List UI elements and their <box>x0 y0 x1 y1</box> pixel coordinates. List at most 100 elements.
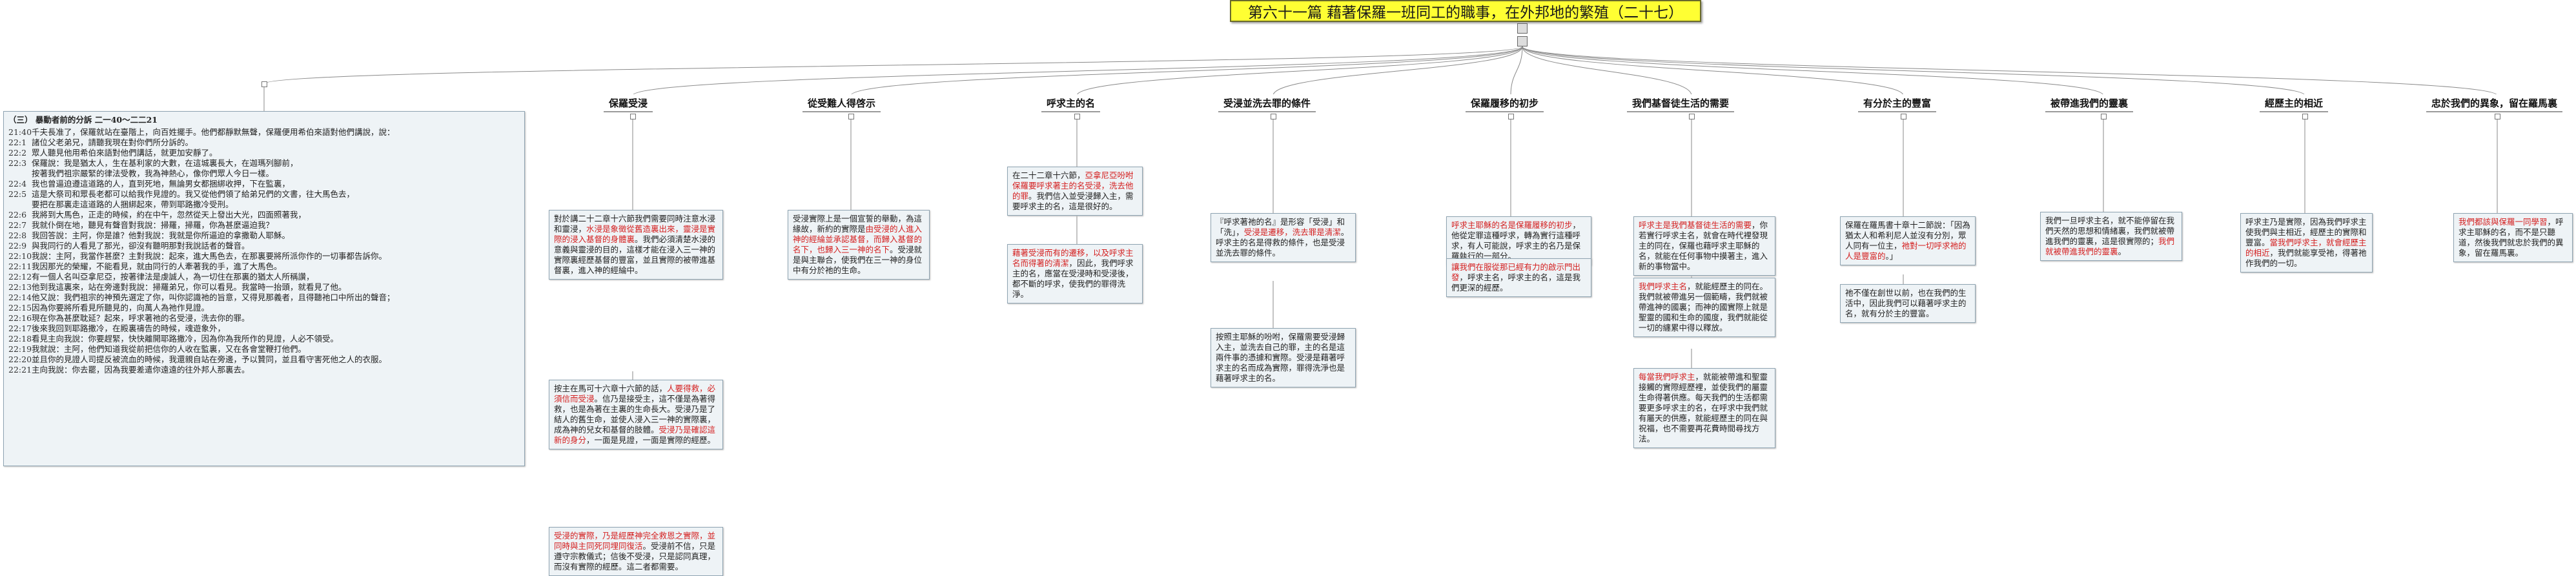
collapse-toggle-icon[interactable] <box>1074 114 1080 119</box>
verse-text: 千夫長准了，保羅就站在臺階上，向百姓擺手。他們都靜默無聲，保羅便用希伯來語對他們… <box>32 127 395 137</box>
verse-text: 要把在那裏走這道路的人捆綁起來，帶到耶路撒冷受刑。 <box>32 200 234 209</box>
collapse-toggle-icon[interactable] <box>1508 114 1514 119</box>
verse-text: 眾人聽見他用希伯來語對他們講話，就更加安靜了。 <box>32 148 218 158</box>
note-text: 受浸實際上是一個宣誓的舉動，為這緣故，新約的實際是 <box>793 214 923 234</box>
highlight-text: 每當我們呼求主 <box>1639 372 1695 382</box>
verse-ref: 22:11 <box>8 262 32 271</box>
highlight-text: 亞拿尼亞吩咐保羅要呼求著主的名受浸，洗去他的罪 <box>1012 170 1134 201</box>
note-box: 祂不僅在創世以前，也在我們的生活中，因此我們可以藉著呼求主的名，就有分於主的豐富… <box>1840 284 1976 323</box>
topic-node[interactable]: 受浸並洗去罪的條件 <box>1218 94 1316 112</box>
link-topic <box>1510 46 1523 96</box>
highlight-text: 呼求主耶穌的名是保羅履移的初步 <box>1451 220 1573 230</box>
note-box: 藉著受浸而有的遷移，以及呼求主名而得著的清潔，因此，我們呼求主的名，應當在受浸時… <box>1007 244 1143 303</box>
verse-ref: 22:6 <box>8 210 27 220</box>
highlight-text: 我們呼求主名 <box>1639 282 1688 291</box>
note-box: 『呼求著祂的名』是形容「受浸」和「洗」，受浸是遷移，洗去罪是清潔。呼求主的名是得… <box>1211 213 1356 262</box>
highlight-text: 讓我們在服從那已經有力的啟示門出發 <box>1451 262 1581 282</box>
note-text: 我們一旦呼求主名，就不能停留在我們天然的思想和情緒裏，我們就被帶進我們的靈裏，這… <box>2045 216 2175 246</box>
topic-node[interactable]: 保羅受浸 <box>604 94 653 112</box>
note-box: 按主在馬可十六章十六節的話，人要得救，必須信而受浸。信乃是接受主，這不僅是為著得… <box>549 380 723 449</box>
note-box: 我們一旦呼求主名，就不能停留在我們天然的思想和情緒裏，我們就被帶進我們的靈裏，這… <box>2040 212 2182 261</box>
link-topic <box>1522 46 2305 96</box>
collapse-toggle-icon[interactable] <box>2101 114 2107 119</box>
note-text: ，呼求主耶穌的名，而不是只聽道，然後我們就忠於我們的異象，留在羅馬裏。 <box>2458 217 2564 258</box>
note-box: 呼求主是我們基督徒生活的需要，你若實行呼求主名，就會在時代裡發現主的同在，保羅也… <box>1633 216 1775 276</box>
verse-ref: 22:20 <box>8 355 32 364</box>
verse-text: 我也曾逼迫遵這道路的人，直到死地，無論男女都捆綁收押，下在監裏， <box>32 179 291 189</box>
topic-node[interactable]: 經歷主的相近 <box>2260 94 2329 112</box>
note-box: 呼求主乃是實際，因為我們呼求主使我們與主相近，經歷主的實際和豐富。當我們呼求主，… <box>2240 213 2373 273</box>
note-text: 。 <box>2118 247 2127 256</box>
collapse-toggle-icon[interactable] <box>1689 114 1695 119</box>
note-text: ，你若實行呼求主名，就會在時代裡發現主的同在，保羅也藉呼求主耶穌的名，就能在任何… <box>1639 220 1768 271</box>
note-text: 祂不僅在創世以前，也在我們的生活中，因此我們可以藉著呼求主的名，就有分於主的豐富… <box>1845 288 1967 318</box>
root-title[interactable]: 第六十一篇 藉著保羅一班同工的職事，在外邦地的繁殖（二十七） <box>1230 0 1701 22</box>
topic-node[interactable]: 被帶進我們的靈裏 <box>2045 94 2134 112</box>
verse-text: 按著我們祖宗嚴緊的律法受教，我為神熱心，像你們眾人今日一樣。 <box>32 169 274 178</box>
verse-ref: 22:7 <box>8 220 27 230</box>
link-topic <box>1522 46 2498 96</box>
collapse-toggle-icon[interactable] <box>2302 114 2308 119</box>
verse-line: 22:5 這是大祭司和眾長老都可以給我作見證的。我又從他們領了給弟兄們的文書，往大… <box>8 189 520 200</box>
verse-text: 與我同行的人看見了那光，卻沒有聽明那對我說話者的聲音。 <box>32 241 250 251</box>
topic-node[interactable]: 呼求主的名 <box>1041 94 1101 112</box>
topic-node[interactable]: 我們基督徒生活的需要 <box>1627 94 1735 112</box>
verse-text: 現在你為甚麼耽延？起來，呼求著祂的名受浸，洗去你的罪。 <box>32 313 250 323</box>
collapse-toggle-icon[interactable] <box>848 114 854 119</box>
note-text: 呼求主乃是實際，因為我們呼求主使我們與主相近，經歷主的實際和豐富。 <box>2245 217 2367 247</box>
verse-ref: 22:5 <box>8 189 27 199</box>
verse-text: 我就說：主阿，他們知道我從前把信你的人收在監裏，又在各會堂鞭打他們。 <box>32 344 307 354</box>
highlight-text: 呼求主是我們基督徒生活的需要 <box>1639 220 1752 230</box>
link-topic <box>1522 46 2104 96</box>
note-box: 在二十二章十六節，亞拿尼亞吩咐保羅要呼求著主的名受浸，洗去他的罪。我們信入並受浸… <box>1007 167 1143 216</box>
collapse-toggle-icon[interactable] <box>2495 114 2500 119</box>
note-text: 。我們信入並受浸歸入主，需要呼求主的名，這是很好的。 <box>1012 191 1134 211</box>
collapse-toggle-icon[interactable] <box>1271 114 1276 119</box>
note-text: ，因此，我們呼求主的名，應當在受浸時和受浸後，都不斷的呼求，使我們的罪得洗淨。 <box>1012 258 1134 299</box>
collapse-toggle-icon[interactable] <box>1901 114 1906 119</box>
note-text: 對於講二十二章十六節我們需要同時注意水浸和靈浸， <box>554 214 716 234</box>
note-box: 受浸實際上是一個宣誓的舉動，為這緣故，新約的實際是由受浸的人進入神的經綸並承認基… <box>788 210 930 280</box>
note-text: 。信乃是接受主，這不僅是為著得救，也是為著在主裏的生命長大。受浸乃是了結人的舊生… <box>554 394 716 435</box>
note-text: 。受浸就是與主聯合，使我們在三一神的身位中有分於祂的生命。 <box>793 245 923 275</box>
highlight-text: 祂對一切呼求祂的人是豐富的 <box>1845 241 1967 261</box>
note-box: 每當我們呼求主，就能被帶進和聖靈接觸的實際經歷裡，並使我們的屬靈生命得著供應。每… <box>1633 368 1775 448</box>
highlight-text: 受浸乃是確認這新的身分 <box>554 425 716 445</box>
verse-ref: 22:8 <box>8 231 27 240</box>
root-hub-icon-2[interactable] <box>1517 36 1528 46</box>
collapse-toggle-icon[interactable] <box>630 114 636 119</box>
verse-ref: 22:16 <box>8 313 32 323</box>
highlight-text: 受浸是遷移，洗去罪是清潔 <box>1243 227 1341 237</box>
topic-node[interactable]: 有分於主的豐富 <box>1858 94 1937 112</box>
highlight-text: 由受浸的人進入神的經綸並承認基督，而歸入基督的名下，也歸入三一神的名下 <box>793 224 923 254</box>
note-text: 『呼求著祂的名』是形容「受浸」和「洗」， <box>1216 217 1345 237</box>
verse-ref: 22:17 <box>8 324 32 333</box>
verse-text: 我回答說：主阿，你是誰？他對我說：我就是你所逼迫的拿撒勒人耶穌。 <box>32 231 291 240</box>
topic-node[interactable]: 從受難人得啓示 <box>802 94 881 112</box>
root-hub-icon[interactable] <box>1517 23 1528 34</box>
topic-node[interactable]: 忠於我們的異象，留在羅馬裏 <box>2426 94 2563 112</box>
verse-line: 要把在那裏走這道路的人捆綁起來，帶到耶路撒冷受刑。 <box>8 200 520 210</box>
note-text: 。呼求主的名是得救的條件，也是受浸並洗去罪的條件。 <box>1216 227 1349 258</box>
topic-node[interactable]: 保羅履移的初步 <box>1466 94 1544 112</box>
note-box: 對於講二十二章十六節我們需要同時注意水浸和靈浸，水浸是象徵從舊造裏出來，靈浸是實… <box>549 210 723 280</box>
verse-text: 後來我回到耶路撒冷，在殿裏禱告的時候，魂遊象外， <box>32 324 226 333</box>
note-box: 呼求主耶穌的名是保羅履移的初步，他從定罪這種呼求，轉為實行這種呼求，有人可能說，… <box>1446 216 1591 265</box>
note-box: 我們都該與保羅一同學習，呼求主耶穌的名，而不是只聽道，然後我們就忠於我們的異象，… <box>2453 213 2573 262</box>
verse-text: 這是大祭司和眾長老都可以給我作見證的。我又從他們領了給弟兄們的文書，往大馬色去， <box>32 189 355 199</box>
collapse-toggle-icon[interactable] <box>261 81 267 87</box>
verse-ref: 21:40 <box>8 127 32 137</box>
